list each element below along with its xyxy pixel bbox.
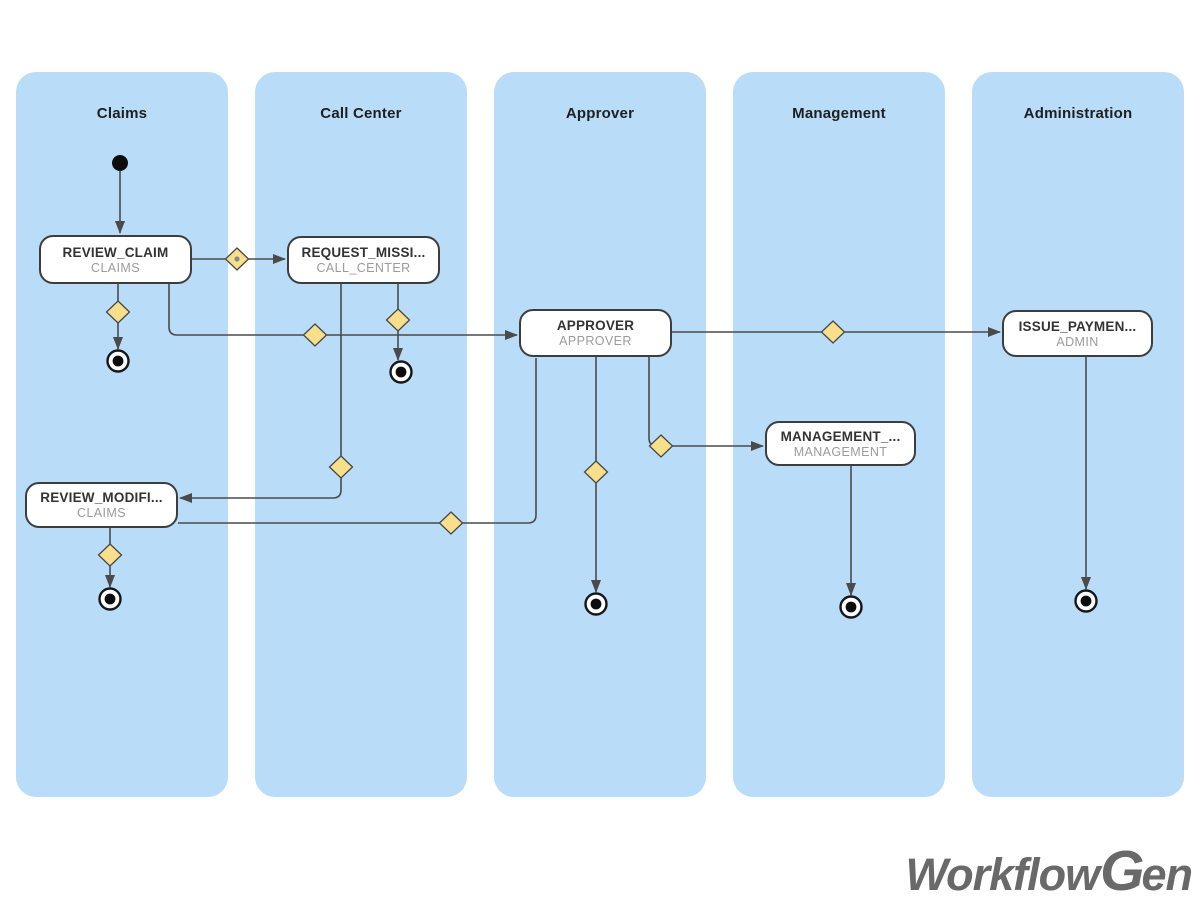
activity-node-review-modified-claim[interactable]: REVIEW_MODIFI... CLAIMS	[25, 482, 178, 528]
swimlane-call-center: Call Center	[255, 72, 467, 797]
activity-node-request-missing-info[interactable]: REQUEST_MISSI... CALL_CENTER	[287, 236, 440, 284]
activity-node-issue-payment[interactable]: ISSUE_PAYMEN... ADMIN	[1002, 310, 1153, 357]
logo-text-workflow: Workflow	[905, 849, 1100, 900]
activity-participant: CLAIMS	[77, 506, 126, 520]
activity-participant: CALL_CENTER	[316, 261, 411, 275]
logo-text-en: en	[1141, 849, 1193, 900]
activity-node-approver[interactable]: APPROVER APPROVER	[519, 309, 672, 357]
swimlane-administration-label: Administration	[1023, 105, 1133, 122]
activity-title: APPROVER	[556, 318, 635, 333]
activity-title: REVIEW_CLAIM	[62, 244, 169, 260]
swimlane-management-label: Management	[792, 105, 886, 122]
swimlane-approver: Approver	[494, 72, 706, 797]
activity-participant: MANAGEMENT	[793, 444, 888, 459]
swimlane-claims-label: Claims	[96, 105, 148, 122]
activity-title: REQUEST_MISSI...	[301, 245, 426, 260]
activity-title: REVIEW_MODIFI...	[40, 490, 163, 505]
activity-node-management-approval[interactable]: MANAGEMENT_... MANAGEMENT	[765, 421, 916, 466]
swimlane-approver-label: Approver	[565, 105, 635, 122]
activity-participant: APPROVER	[559, 334, 632, 348]
activity-title: MANAGEMENT_...	[780, 428, 901, 444]
swimlane-claims: Claims	[16, 72, 228, 797]
diamond-center-dot	[234, 256, 240, 262]
activity-title: ISSUE_PAYMEN...	[1018, 318, 1137, 334]
activity-participant: CLAIMS	[91, 260, 140, 275]
logo-letter-g: G	[1100, 839, 1144, 903]
activity-participant: ADMIN	[1056, 334, 1099, 349]
workflowgen-logo: Workflow G en	[905, 839, 1193, 903]
diamond-shape	[224, 247, 250, 271]
swimlane-administration: Administration	[972, 72, 1184, 797]
swimlane-call-center-label: Call Center	[320, 105, 402, 122]
condition-diamond-review-claim-to-request-missing[interactable]	[224, 247, 250, 271]
activity-node-review-claim[interactable]: REVIEW_CLAIM CLAIMS	[39, 235, 192, 284]
